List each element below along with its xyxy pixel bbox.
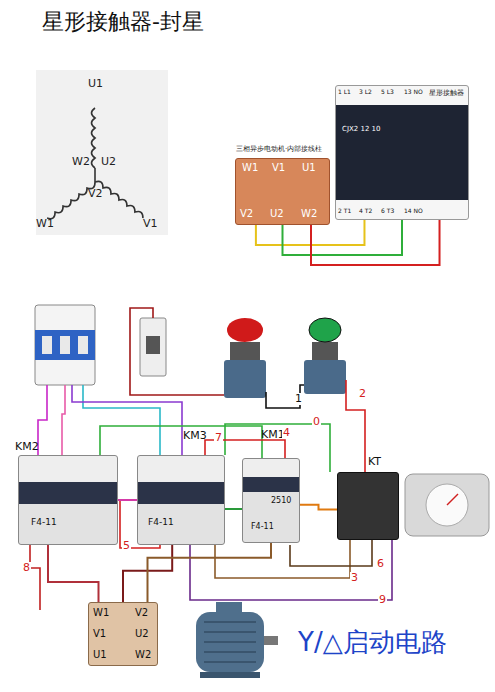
circuit-caption: Y/△启动电路 bbox=[298, 628, 447, 657]
node-text: F4-11 bbox=[31, 518, 57, 528]
wire-number: 7 bbox=[214, 432, 223, 444]
wire-number: 8 bbox=[22, 562, 31, 574]
terminal-label: W2 bbox=[301, 208, 317, 219]
terminal-label: V2 bbox=[240, 208, 253, 219]
wire-connector bbox=[283, 220, 403, 255]
node-text: 三相异步电动机·内部接线柱 bbox=[236, 146, 322, 154]
timer-face bbox=[405, 474, 489, 536]
wire-number: 9 bbox=[378, 594, 387, 606]
node-text: V1 bbox=[93, 628, 106, 639]
terminal-label: U1 bbox=[302, 162, 316, 173]
node-text: 2510 bbox=[271, 497, 291, 506]
wire-connector bbox=[311, 220, 440, 265]
terminal-marking: 3 L2 bbox=[359, 89, 372, 96]
terminal-label: U2 bbox=[270, 208, 284, 219]
wire-number: 0 bbox=[312, 416, 321, 428]
time-relay-socket: KT bbox=[337, 472, 399, 540]
wire-number: 5 bbox=[122, 540, 131, 552]
wire-number: 4 bbox=[282, 427, 291, 439]
stop-button bbox=[224, 318, 266, 398]
node-text: W2 bbox=[135, 649, 151, 660]
wire-number: 6 bbox=[376, 558, 385, 570]
contactor-km3: KM3F4-11 bbox=[137, 455, 225, 545]
wire-number: 2 bbox=[358, 388, 367, 400]
terminal-label: W1 bbox=[242, 162, 258, 173]
wire-connector bbox=[148, 543, 272, 602]
terminal-marking: 2 T1 bbox=[338, 208, 351, 215]
contactor-km1: KM12510F4-11 bbox=[242, 458, 300, 543]
node-text: U2 bbox=[135, 628, 149, 639]
star-diagram-ground bbox=[36, 70, 168, 235]
wire-connector bbox=[300, 505, 337, 510]
node-text: U1 bbox=[93, 649, 107, 660]
terminal-label: V1 bbox=[272, 162, 285, 173]
node-text: 星形接触器 bbox=[429, 90, 464, 98]
star-contactor: 星形接触器 CJX2 12 10 bbox=[335, 85, 469, 220]
terminal-label: V2 bbox=[88, 188, 103, 200]
terminal-marking: 14 NO bbox=[404, 208, 423, 215]
motor bbox=[196, 602, 278, 678]
terminal-label: W2 bbox=[72, 156, 90, 168]
contactor-km2: KM2F4-11 bbox=[18, 455, 118, 545]
terminal-marking: 5 L3 bbox=[381, 89, 394, 96]
motor-terminal-box: W1 V2V1 U2U1 W2 bbox=[88, 602, 158, 666]
terminal-label: U2 bbox=[101, 156, 116, 168]
terminal-marking: 4 T2 bbox=[359, 208, 372, 215]
breaker-single-pole bbox=[140, 318, 166, 376]
node-text: KT bbox=[368, 456, 381, 468]
node-text: W1 bbox=[93, 607, 109, 618]
wire-number: 1 bbox=[294, 393, 303, 405]
wire-number: 3 bbox=[350, 572, 359, 584]
wire-connector bbox=[225, 508, 242, 510]
star-coils bbox=[47, 108, 145, 221]
terminal-marking: 6 T3 bbox=[381, 208, 394, 215]
start-button bbox=[304, 318, 346, 394]
node-text: KM2 bbox=[15, 441, 39, 453]
node-text: F4-11 bbox=[251, 523, 274, 532]
node-text: KM3 bbox=[183, 430, 207, 442]
page-title: 星形接触器-封星 bbox=[42, 10, 204, 34]
terminal-marking: 13 NO bbox=[404, 89, 423, 96]
node-text: F4-11 bbox=[148, 518, 174, 528]
breaker-three-pole bbox=[35, 305, 95, 385]
node-text: V2 bbox=[135, 607, 148, 618]
wire-connector bbox=[118, 499, 137, 501]
node-text: CJX2 12 10 bbox=[342, 126, 380, 134]
terminal-label: U1 bbox=[88, 78, 103, 90]
terminal-label: W1 bbox=[36, 218, 54, 230]
terminal-label: V1 bbox=[143, 218, 158, 230]
wire-connector bbox=[48, 545, 99, 602]
terminal-marking: 1 L1 bbox=[338, 89, 351, 96]
